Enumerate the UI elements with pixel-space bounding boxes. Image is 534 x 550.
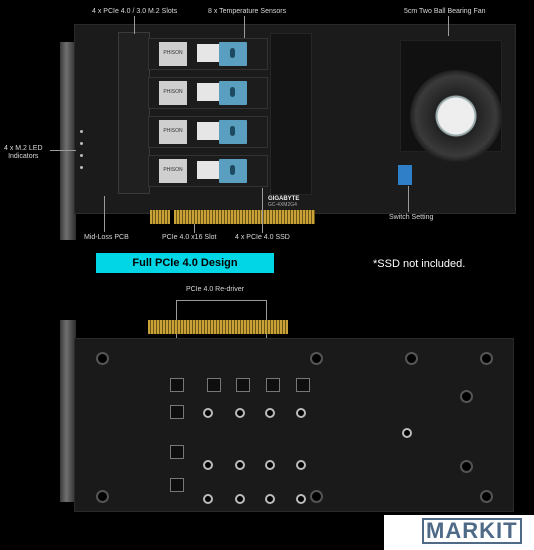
dip-switch [398, 165, 412, 185]
ssd-controller: PHISON [159, 81, 187, 105]
pcie-x16-connector-bottom [148, 320, 288, 334]
pcie-key-notch [170, 210, 174, 224]
callout-x16: PCIe 4.0 x16 Slot [162, 234, 217, 241]
callout-ssd: 4 x PCIe 4.0 SSD [235, 234, 290, 241]
ssd-controller: PHISON [159, 42, 187, 66]
redriver-chip [296, 378, 310, 392]
pcie-x16-connector [150, 210, 315, 224]
redriver-chip [170, 478, 184, 492]
ssd-controller: PHISON [159, 159, 187, 183]
top-bracket [60, 42, 76, 240]
ssd-2: PHISON [148, 77, 268, 109]
ssd-3: PHISON [148, 116, 268, 148]
redriver-chip [170, 405, 184, 419]
redriver-chip [170, 378, 184, 392]
redriver-chip [207, 378, 221, 392]
temperature-sensor-icon [219, 120, 247, 144]
callout-fan: 5cm Two Ball Bearing Fan [404, 8, 486, 15]
model-print: GC-4XM2G4 [268, 202, 297, 208]
nand-chip [197, 44, 219, 62]
markit-watermark-logo: MARKIT [384, 515, 534, 550]
nand-chip [197, 83, 219, 101]
bottom-pcb [74, 338, 514, 512]
callout-led: 4 x M.2 LED Indicators [4, 145, 43, 161]
callout-redriver: PCIe 4.0 Re-driver [186, 286, 244, 293]
bottom-bracket [60, 320, 76, 502]
redriver-chip [236, 378, 250, 392]
led-indicators [76, 126, 92, 176]
m2-slot-guides [118, 32, 150, 194]
redriver-chip [266, 378, 280, 392]
full-pcie-banner: Full PCIe 4.0 Design [96, 253, 274, 273]
ssd-note: *SSD not included. [373, 258, 466, 270]
callout-pcb: Mid-Loss PCB [84, 234, 129, 241]
ssd-1: PHISON [148, 38, 268, 70]
ssd-controller: PHISON [159, 120, 187, 144]
ssd-4: PHISON [148, 155, 268, 187]
temperature-sensor-icon [219, 159, 247, 183]
nand-chip [197, 161, 219, 179]
callout-sensors: 8 x Temperature Sensors [208, 8, 287, 15]
heatsink-area [270, 33, 312, 195]
temperature-sensor-icon [219, 81, 247, 105]
temperature-sensor-icon [219, 42, 247, 66]
fan-icon [410, 70, 502, 162]
callout-switch: Switch Setting [389, 214, 434, 221]
brand-print: GIGABYTE [268, 196, 300, 202]
redriver-chip [170, 445, 184, 459]
nand-chip [197, 122, 219, 140]
callout-slots: 4 x PCIe 4.0 / 3.0 M.2 Slots [92, 8, 178, 15]
